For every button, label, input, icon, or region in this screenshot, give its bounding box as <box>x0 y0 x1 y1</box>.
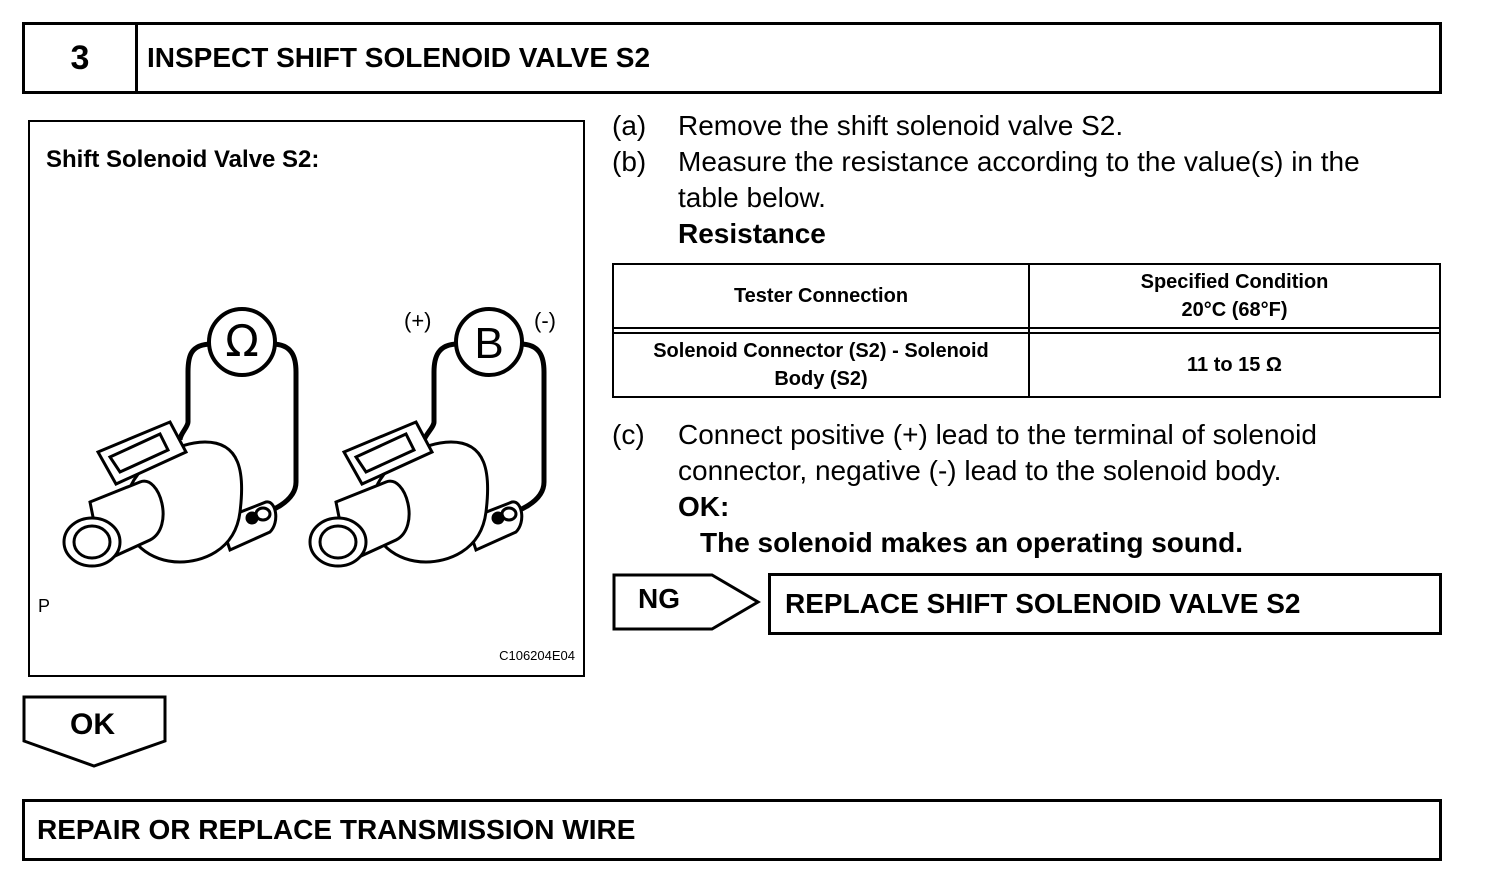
ohmmeter-icon <box>207 307 277 377</box>
step-b-text-1: Measure the resistance according to the … <box>678 146 1360 177</box>
ohm-symbol: Ω <box>225 316 259 367</box>
table-header-tester-connection: Tester Connection <box>733 285 909 307</box>
table-cell-connection: Solenoid Connector (S2) - Solenoid Body … <box>614 334 1028 396</box>
negative-label: (-) <box>534 308 556 333</box>
ok-condition-text: The solenoid makes an operating sound. <box>700 527 1243 558</box>
positive-label: (+) <box>404 308 432 333</box>
step-b-letter: (b) <box>612 146 647 177</box>
step-c-text-1: Connect positive (+) lead to the termina… <box>678 419 1317 450</box>
solenoid-diagram: Ω B (+) (-) <box>62 307 556 568</box>
solenoid-left <box>62 420 278 568</box>
resistance-heading: Resistance <box>678 218 826 249</box>
step-number: 3 <box>25 25 138 91</box>
header-condition-line1: Specified Condition <box>1140 271 1329 293</box>
step-c-letter: (c) <box>612 419 645 450</box>
table-divider-vertical <box>1028 265 1030 396</box>
illustration-title: Shift Solenoid Valve S2: <box>46 146 320 173</box>
ng-arrow-icon <box>612 573 761 631</box>
step-a-letter: (a) <box>612 110 647 141</box>
figure-code: C106204E04 <box>499 648 575 663</box>
battery-icon <box>454 307 524 377</box>
table-divider-horizontal-2 <box>614 332 1439 334</box>
ng-label: NG <box>638 583 680 614</box>
ok-condition-label: OK: <box>678 491 730 522</box>
step-b-text-2: table below. <box>678 182 826 213</box>
solenoid-right <box>308 420 524 568</box>
final-action-box: REPAIR OR REPLACE TRANSMISSION WIRE <box>22 799 1442 861</box>
connection-line1: Solenoid Connector (S2) - Solenoid <box>653 340 989 362</box>
step-c-text-2: connector, negative (-) lead to the sole… <box>678 455 1282 486</box>
illustration-corner-label: P <box>38 596 51 616</box>
step-title: INSPECT SHIFT SOLENOID VALVE S2 <box>147 42 651 73</box>
battery-symbol: B <box>474 319 503 368</box>
resistance-table: Tester Connection Specified Condition 20… <box>612 263 1441 398</box>
table-cell-resistance-value: 11 to 15 Ω <box>1187 354 1282 376</box>
ok-label: OK <box>70 708 115 741</box>
ohmmeter-lead-left <box>177 341 213 441</box>
step-a-text: Remove the shift solenoid valve S2. <box>678 110 1124 141</box>
table-header-specified-condition: Specified Condition 20°C (68°F) <box>1030 265 1439 327</box>
ok-arrow-icon <box>22 695 167 768</box>
step-header: 3 INSPECT SHIFT SOLENOID VALVE S2 <box>22 22 1442 94</box>
connection-line2: Body (S2) <box>774 368 868 390</box>
ng-action-box: REPLACE SHIFT SOLENOID VALVE S2 <box>768 573 1442 635</box>
table-divider-horizontal-1 <box>614 327 1439 329</box>
header-condition-line2: 20°C (68°F) <box>1181 299 1288 321</box>
solenoid-illustration: Shift Solenoid Valve S2: Ω B (+) (-) <box>28 120 585 677</box>
battery-lead-positive <box>421 341 459 441</box>
